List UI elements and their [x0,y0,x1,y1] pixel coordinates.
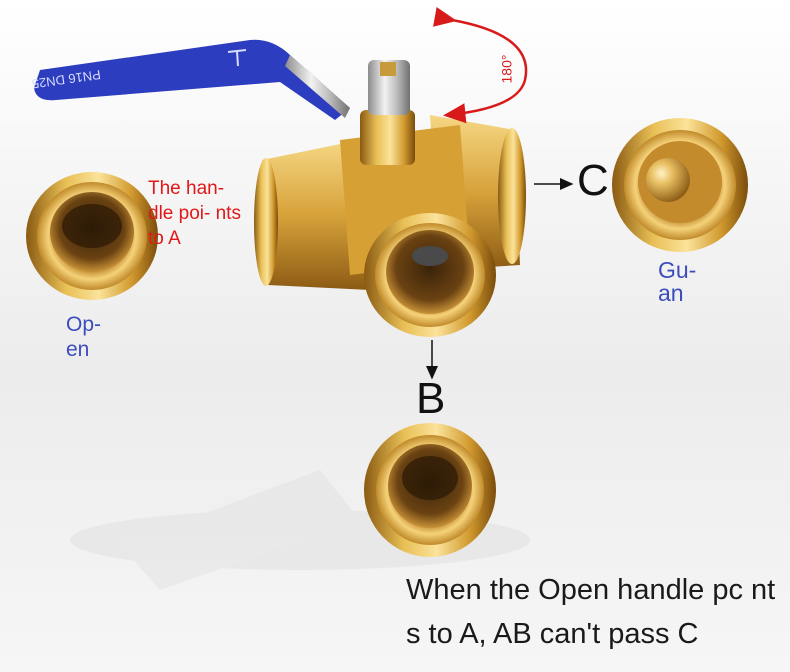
rotation-angle: 180° [499,55,515,84]
tee-mark-icon [227,49,247,67]
port-b-label: B [416,374,446,423]
port-a-state: Op- en [66,313,102,361]
rotation-arrow-icon [432,7,528,124]
handle-direction-note: The han- dle poi- nts to A [148,178,241,249]
three-way-ball-valve [254,60,526,337]
valve-handle: PN16 DN25 [31,39,350,120]
port-b-open-view [364,423,496,557]
ball-icon [646,158,690,202]
port-c-label: C [577,156,609,205]
port-c-state: Gu- an [658,257,697,306]
port-c-closed-view [612,118,748,252]
port-a-open-view [26,172,158,300]
rotation-label: 180° [499,55,515,84]
caption: When the Open handle pc nts to A, AB can… [406,574,776,650]
